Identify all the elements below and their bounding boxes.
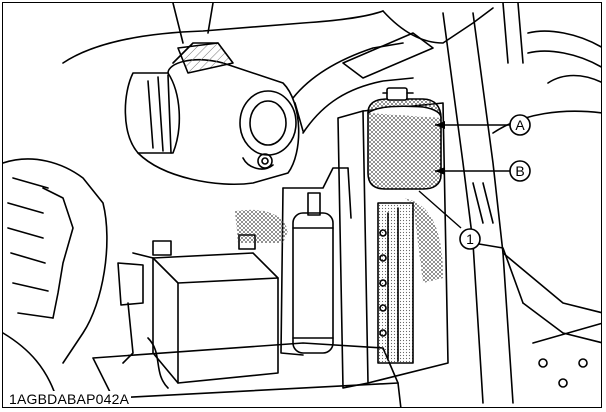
reserve-tank xyxy=(367,87,442,190)
callout-a-label: A xyxy=(515,117,525,133)
intake-hose xyxy=(292,42,414,134)
leader-a xyxy=(435,121,510,129)
leader-b xyxy=(435,167,510,175)
callout-a-circle xyxy=(509,114,531,136)
figure-code: 1AGBDABAP042A xyxy=(7,391,132,407)
right-frame xyxy=(442,3,601,404)
engine-bay-illustration: A B 1 xyxy=(3,3,601,407)
callout-1-label: 1 xyxy=(466,231,474,247)
front-tire xyxy=(3,158,108,404)
intake-screen xyxy=(235,198,443,283)
figure-frame: A B 1 1AGBDABAP042A xyxy=(2,2,602,408)
callout-b-label: B xyxy=(515,163,524,179)
receiver-dryer xyxy=(280,167,352,356)
callout-1-circle xyxy=(459,228,481,250)
battery xyxy=(117,234,279,389)
callout-b-circle xyxy=(509,160,531,182)
leader-1 xyxy=(418,190,462,229)
condenser xyxy=(337,102,449,389)
air-cleaner xyxy=(124,42,300,186)
hood-structure xyxy=(62,3,494,79)
